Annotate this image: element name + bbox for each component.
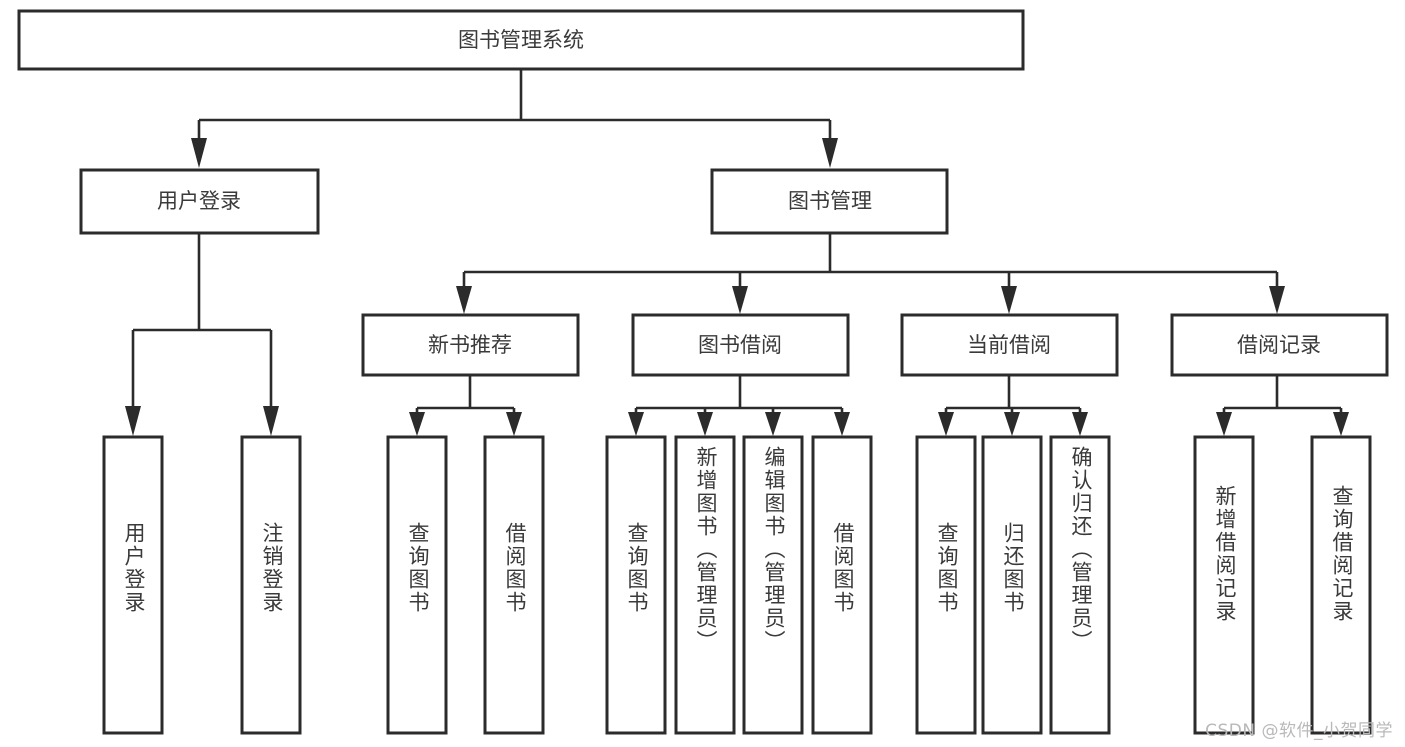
- node-book-borrow[interactable]: 图书借阅: [631, 313, 850, 377]
- arrow-head-leaf-add-book: [697, 412, 713, 436]
- arrow-head-leaf-user-logout: [263, 406, 279, 436]
- leaf-box-borrow-book-1[interactable]: [483, 435, 545, 735]
- arrow-head-leaf-user-login: [125, 406, 141, 436]
- arrow-head-leaf-borrow-book-2: [834, 412, 850, 436]
- leaf-box-query-book-3[interactable]: [915, 435, 977, 735]
- leaf-box-query-book-2[interactable]: [605, 435, 667, 735]
- node-root-label: 图书管理系统: [458, 28, 584, 52]
- node-book-borrow-box[interactable]: [631, 313, 850, 377]
- csdn-watermark: CSDN @软件_小贺同学: [1205, 721, 1393, 741]
- leaf-box-return-book[interactable]: [981, 435, 1043, 735]
- arrow-head-new-book-recommend: [456, 286, 472, 314]
- leaf-box-query-book-1[interactable]: [386, 435, 448, 735]
- node-borrow-record-box[interactable]: [1170, 313, 1389, 377]
- arrow-head-userlogin: [191, 138, 207, 168]
- leaf-box-user-login[interactable]: [102, 435, 164, 735]
- node-book-management-box[interactable]: [710, 168, 949, 235]
- node-root-box[interactable]: [17, 9, 1025, 71]
- node-user-login-label: 用户登录: [157, 189, 241, 213]
- leaf-box-edit-book[interactable]: [742, 435, 804, 735]
- node-book-borrow-label: 图书借阅: [698, 333, 782, 357]
- connector-group-borrowrecord: [1216, 375, 1349, 436]
- node-current-borrow[interactable]: 当前借阅: [900, 313, 1119, 377]
- node-user-login[interactable]: 用户登录: [79, 168, 320, 235]
- leaf-box-borrow-book-2[interactable]: [811, 435, 873, 735]
- arrow-head-leaf-borrow-book-1: [506, 412, 522, 436]
- node-borrow-record-label: 借阅记录: [1237, 333, 1321, 357]
- node-current-borrow-box[interactable]: [900, 313, 1119, 377]
- arrow-head-leaf-add-record: [1216, 412, 1232, 436]
- arrow-head-bookmgmt: [822, 138, 838, 168]
- connector-group-userlogin: [125, 233, 279, 436]
- leaf-box-confirm-return[interactable]: [1049, 435, 1111, 735]
- leaf-box-add-record[interactable]: [1193, 435, 1255, 735]
- connector-group-root: [191, 69, 838, 168]
- node-book-management[interactable]: 图书管理: [710, 168, 949, 235]
- node-book-management-label: 图书管理: [788, 189, 872, 213]
- arrow-head-leaf-query-book-1: [409, 412, 425, 436]
- arrow-head-borrow-record: [1269, 286, 1285, 314]
- connector-group-currentborrow: [938, 375, 1088, 436]
- node-new-book-recommend-box[interactable]: [361, 313, 580, 377]
- arrow-head-leaf-return-book: [1004, 412, 1020, 436]
- node-borrow-record[interactable]: 借阅记录: [1170, 313, 1389, 377]
- connector-group-bookborrow: [628, 375, 850, 436]
- node-root[interactable]: 图书管理系统: [17, 9, 1025, 71]
- arrow-head-leaf-query-book-2: [628, 412, 644, 436]
- arrow-head-leaf-query-record: [1333, 412, 1349, 436]
- arrow-head-leaf-edit-book: [765, 412, 781, 436]
- connector-group-newbook: [409, 375, 522, 436]
- leaf-box-add-book[interactable]: [674, 435, 736, 735]
- arrow-head-leaf-query-book-3: [938, 412, 954, 436]
- arrow-head-current-borrow: [1001, 286, 1017, 314]
- node-new-book-recommend[interactable]: 新书推荐: [361, 313, 580, 377]
- node-new-book-recommend-label: 新书推荐: [428, 333, 512, 357]
- arrow-head-leaf-confirm-return: [1072, 412, 1088, 436]
- connector-group-bookmgmt: [456, 233, 1285, 314]
- node-user-login-box[interactable]: [79, 168, 320, 235]
- leaf-box-user-logout[interactable]: [240, 435, 302, 735]
- node-current-borrow-label: 当前借阅: [967, 333, 1051, 357]
- leaf-box-query-record[interactable]: [1310, 435, 1372, 735]
- arrow-head-book-borrow: [732, 286, 748, 314]
